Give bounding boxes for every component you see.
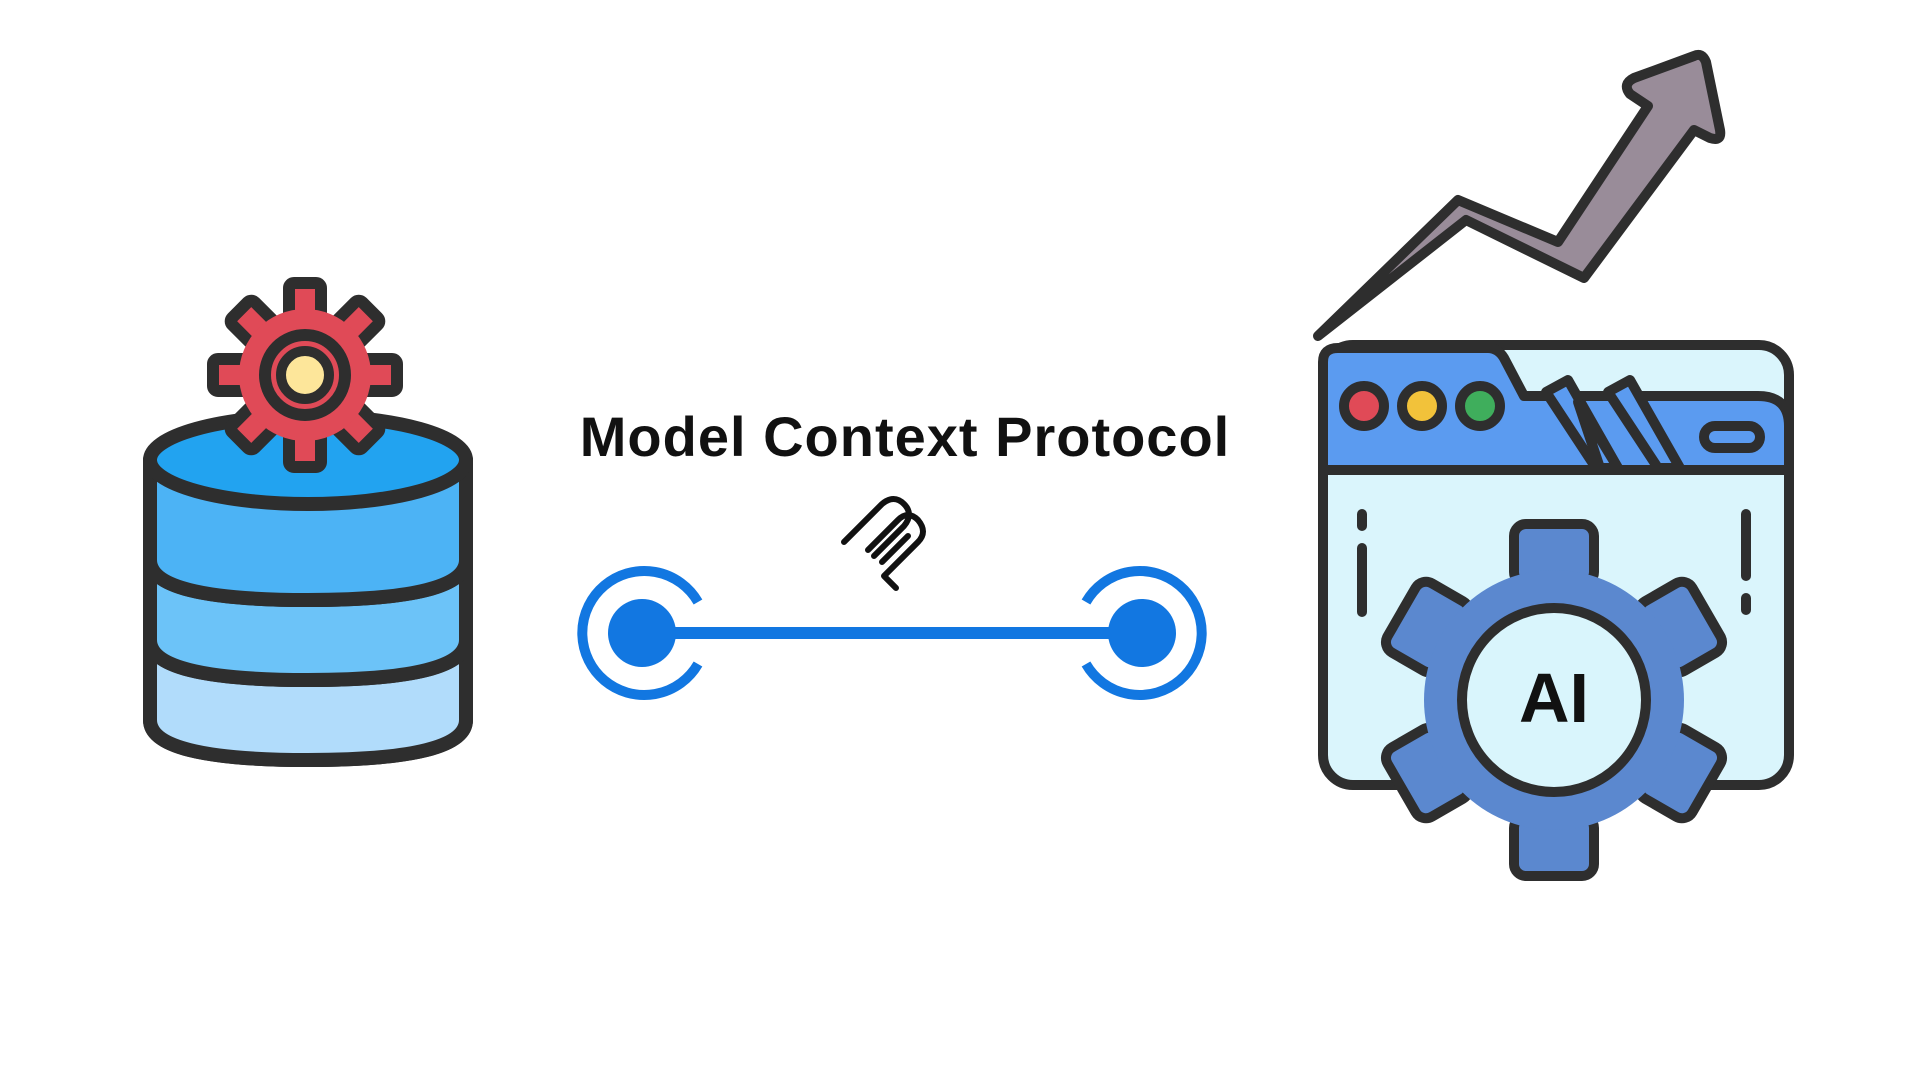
connector-link bbox=[577, 566, 1207, 700]
red-gear-icon bbox=[207, 277, 403, 473]
window-dot-yellow bbox=[1397, 381, 1447, 431]
ai-gear-icon: AI bbox=[1380, 519, 1728, 881]
window-dot-red bbox=[1339, 381, 1389, 431]
trend-arrow-icon bbox=[1313, 49, 1726, 341]
address-pill bbox=[1699, 421, 1765, 453]
left-node-dot bbox=[608, 599, 676, 667]
diagram-title: Model Context Protocol bbox=[579, 405, 1231, 468]
window-dot-green bbox=[1455, 381, 1505, 431]
right-node-dot bbox=[1108, 599, 1176, 667]
mcp-logo-icon bbox=[841, 496, 926, 591]
database-gear-icon bbox=[143, 277, 473, 767]
left-ring bbox=[577, 566, 703, 700]
ai-badge-text: AI bbox=[1519, 659, 1589, 737]
right-ring bbox=[1081, 566, 1207, 700]
